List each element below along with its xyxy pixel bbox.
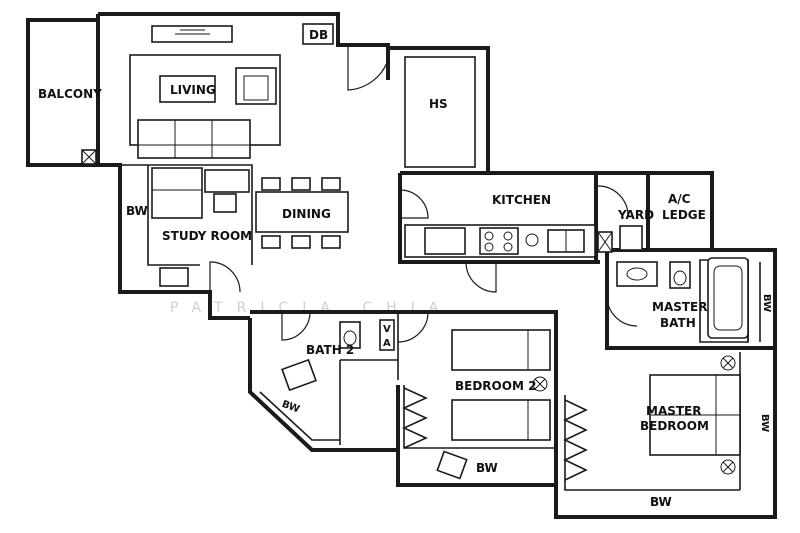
yard-wc [619, 225, 643, 251]
label-master-bedroom-1: MASTER [646, 404, 702, 418]
label-bw-bedroom2: BW [476, 461, 498, 475]
bedroom2-door [397, 311, 429, 343]
label-hs: HS [429, 97, 448, 111]
furniture [81, 23, 749, 481]
label-master-bedroom-2: BEDROOM [640, 419, 709, 433]
label-bedroom2: BEDROOM 2 [455, 379, 536, 393]
label-bw-master-bottom: BW [650, 495, 672, 509]
label-ac-ledge-2: LEDGE [662, 208, 706, 222]
labels: BALCONY LIVING DB HS BW STUDY ROOM DININ… [38, 28, 772, 509]
label-bw-study: BW [126, 204, 148, 218]
label-bath2: BATH 2 [306, 343, 354, 357]
label-yard: YARD [617, 208, 654, 222]
study-chair-2 [159, 267, 189, 287]
label-study-room: STUDY ROOM [162, 229, 252, 243]
study-chair [213, 193, 237, 213]
master-bath-basin [616, 261, 658, 287]
label-bw-master-right: BW [759, 414, 770, 432]
kitchen-door [399, 189, 429, 219]
master-bath-door [606, 295, 638, 327]
bedroom2-bed-2 [451, 399, 551, 441]
walls [26, 12, 777, 519]
bath2-basin [281, 358, 317, 392]
main-door [347, 45, 389, 91]
bedroom2-bed-1 [451, 329, 551, 371]
bath2-door [281, 311, 311, 341]
label-living: LIVING [170, 83, 216, 97]
db-box [302, 23, 334, 45]
label-dining: DINING [282, 207, 331, 221]
bedroom2-chair [436, 450, 468, 480]
yard-door [597, 185, 629, 217]
hob [479, 227, 519, 255]
study-bed [151, 167, 203, 219]
doors [209, 45, 638, 343]
label-ac-ledge-1: A/C [668, 192, 691, 206]
bedroom2-wardrobe [402, 387, 428, 449]
armchair [235, 67, 277, 105]
label-master-bath-2: BATH [660, 316, 696, 330]
label-master-bath-1: MASTER [652, 300, 708, 314]
label-kitchen: KITCHEN [492, 193, 551, 207]
study-door [209, 261, 241, 293]
dining-table [255, 191, 349, 233]
label-balcony: BALCONY [38, 87, 102, 101]
va-box [379, 319, 395, 351]
master-bath-wc [669, 261, 691, 289]
master-wardrobe [563, 399, 588, 481]
hs-bay [404, 56, 476, 168]
label-va-a: A [383, 338, 391, 349]
label-db: DB [309, 28, 328, 42]
coffee-table [159, 75, 216, 103]
study-desk [204, 169, 250, 193]
kitchen-door-2 [465, 261, 497, 293]
sofa [137, 119, 251, 159]
label-bw-master-bath: BW [761, 294, 772, 312]
label-va-v: V [383, 324, 391, 335]
oven [424, 227, 466, 255]
bathtub [707, 257, 749, 339]
